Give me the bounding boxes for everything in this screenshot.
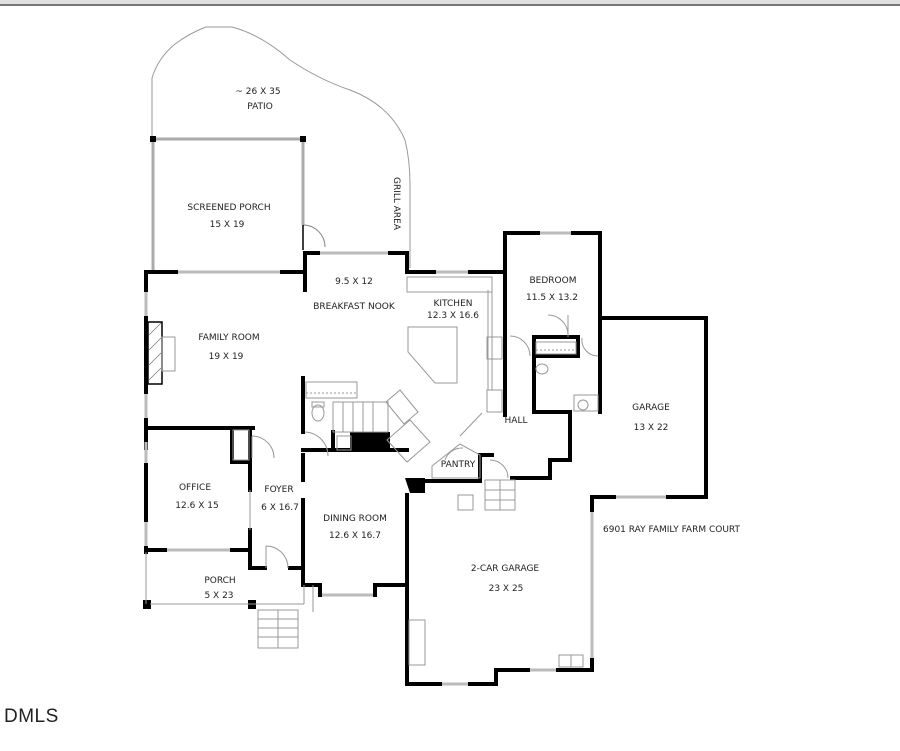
family-room-size: 19 X 19 (208, 352, 244, 362)
garage-name: GARAGE (632, 403, 670, 413)
patio-name: PATIO (247, 102, 273, 112)
dmls-logo: DMLS (4, 706, 59, 727)
pantry-label: PANTRY (440, 460, 476, 470)
screened-porch-size: 15 X 19 (209, 220, 245, 230)
porch-size: 5 X 23 (204, 591, 234, 601)
office-size: 12.6 X 15 (175, 501, 219, 511)
bedroom-name: BEDROOM (529, 276, 577, 286)
patio-size: ~ 26 X 35 (235, 87, 281, 97)
foyer-size: 6 X 16.7 (261, 503, 299, 513)
breakfast-nook-name: BREAKFAST NOOK (313, 302, 395, 312)
top-border-bar (0, 0, 900, 6)
screened-porch-name: SCREENED PORCH (187, 203, 271, 213)
hall-label: HALL (504, 416, 528, 426)
property-address: 6901 RAY FAMILY FARM COURT (603, 525, 741, 535)
bedroom-size: 11.5 X 13.2 (526, 293, 578, 303)
two-car-garage-name: 2-CAR GARAGE (470, 564, 540, 574)
family-room-name: FAMILY ROOM (198, 333, 260, 343)
grill-area-label: GRILL AREA (391, 177, 401, 231)
porch-name: PORCH (204, 576, 236, 586)
office-name: OFFICE (178, 483, 212, 493)
kitchen-size: 12.3 X 16.6 (427, 311, 479, 321)
two-car-garage-size: 23 X 25 (488, 584, 524, 594)
garage-size: 13 X 22 (633, 423, 669, 433)
breakfast-nook-size: 9.5 X 12 (335, 277, 373, 287)
kitchen-name: KITCHEN (433, 299, 473, 309)
dining-room-size: 12.6 X 16.7 (329, 531, 381, 541)
patio-outline (151, 26, 411, 268)
dining-room-name: DINING ROOM (323, 514, 387, 524)
foyer-name: FOYER (264, 485, 294, 495)
